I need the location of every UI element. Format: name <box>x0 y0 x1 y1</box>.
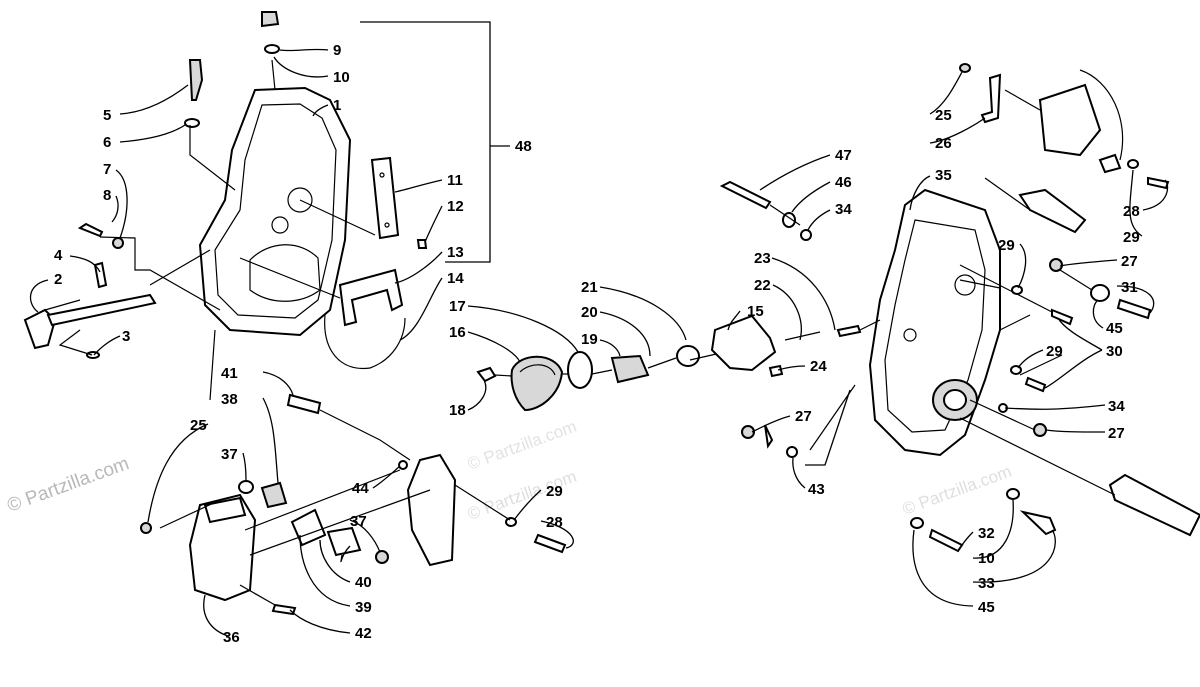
callout-37: 37 <box>350 513 367 530</box>
callout-29: 29 <box>1046 343 1063 360</box>
callout-26: 26 <box>935 135 952 152</box>
watermark-faint: © Partzilla.com <box>900 462 1014 519</box>
callout-34: 34 <box>1108 398 1125 415</box>
splined-shaft-icon <box>1018 188 1200 537</box>
callout-16: 16 <box>449 324 466 341</box>
callout-20: 20 <box>581 304 598 321</box>
tensioner-assembly-icon <box>140 393 567 616</box>
callout-23: 23 <box>754 250 771 267</box>
callout-43: 43 <box>808 481 825 498</box>
callout-46: 46 <box>835 174 852 191</box>
watermark-faint: © Partzilla.com <box>465 417 579 474</box>
callout-47: 47 <box>835 147 852 164</box>
callout-8: 8 <box>103 187 111 204</box>
callout-42: 42 <box>355 625 372 642</box>
callout-48: 48 <box>515 138 532 155</box>
callout-10: 10 <box>333 69 350 86</box>
callout-36: 36 <box>223 629 240 646</box>
callout-45: 45 <box>1106 320 1123 337</box>
callout-29: 29 <box>1123 229 1140 246</box>
shift-lever-icon <box>23 261 157 359</box>
bracket-icon <box>324 268 406 370</box>
dipstick-icon <box>184 59 204 128</box>
callout-31: 31 <box>1121 279 1138 296</box>
callout-39: 39 <box>355 599 372 616</box>
callout-leaders <box>29 21 1169 637</box>
callout-1: 1 <box>333 97 341 114</box>
callout-14: 14 <box>447 270 464 287</box>
callout-labels: 9 10 1 5 6 7 8 4 2 3 11 12 13 14 48 21 2… <box>54 42 1140 646</box>
callout-17: 17 <box>449 298 466 315</box>
callout-11: 11 <box>447 172 463 189</box>
callout-45: 45 <box>978 599 995 616</box>
callout-5: 5 <box>103 107 111 124</box>
callout-7: 7 <box>103 161 111 178</box>
callout-27: 27 <box>1108 425 1125 442</box>
callout-35: 35 <box>935 167 952 184</box>
callout-12: 12 <box>447 198 464 215</box>
callout-30: 30 <box>1106 343 1123 360</box>
callout-9: 9 <box>333 42 341 59</box>
callout-19: 19 <box>581 331 598 348</box>
watermark-main: © Partzilla.com <box>5 453 132 517</box>
plate-icon <box>370 156 400 240</box>
callout-28: 28 <box>546 514 563 531</box>
fastener-icon <box>719 180 1152 553</box>
callout-10: 10 <box>978 550 995 567</box>
callout-27: 27 <box>795 408 812 425</box>
callout-28: 28 <box>1123 203 1140 220</box>
watermark-layer: © Partzilla.com © Partzilla.com © Partzi… <box>5 417 1014 524</box>
callout-24: 24 <box>810 358 827 375</box>
callout-18: 18 <box>449 402 466 419</box>
callout-29: 29 <box>546 483 563 500</box>
callout-38: 38 <box>221 391 238 408</box>
callout-6: 6 <box>103 134 111 151</box>
sprocket-assembly-icon <box>476 314 862 412</box>
gear-case-cover-icon <box>198 86 352 337</box>
callout-41: 41 <box>221 365 238 382</box>
callout-13: 13 <box>447 244 464 261</box>
gear-case-housing-icon <box>868 188 1001 457</box>
callout-25: 25 <box>935 107 952 124</box>
callout-3: 3 <box>122 328 130 345</box>
callout-21: 21 <box>581 279 598 296</box>
callout-44: 44 <box>352 480 369 497</box>
callout-29: 29 <box>998 237 1015 254</box>
callout-25: 25 <box>190 417 207 434</box>
callout-33: 33 <box>978 575 995 592</box>
callout-4: 4 <box>54 247 63 264</box>
bracket-icon <box>959 63 1170 190</box>
callout-34: 34 <box>835 201 852 218</box>
callout-27: 27 <box>1121 253 1138 270</box>
callout-22: 22 <box>754 277 771 294</box>
callout-40: 40 <box>355 574 372 591</box>
callout-15: 15 <box>747 303 764 320</box>
plug-icon <box>261 11 280 54</box>
callout-32: 32 <box>978 525 995 542</box>
callout-37: 37 <box>221 446 238 463</box>
callout-2: 2 <box>54 271 62 288</box>
